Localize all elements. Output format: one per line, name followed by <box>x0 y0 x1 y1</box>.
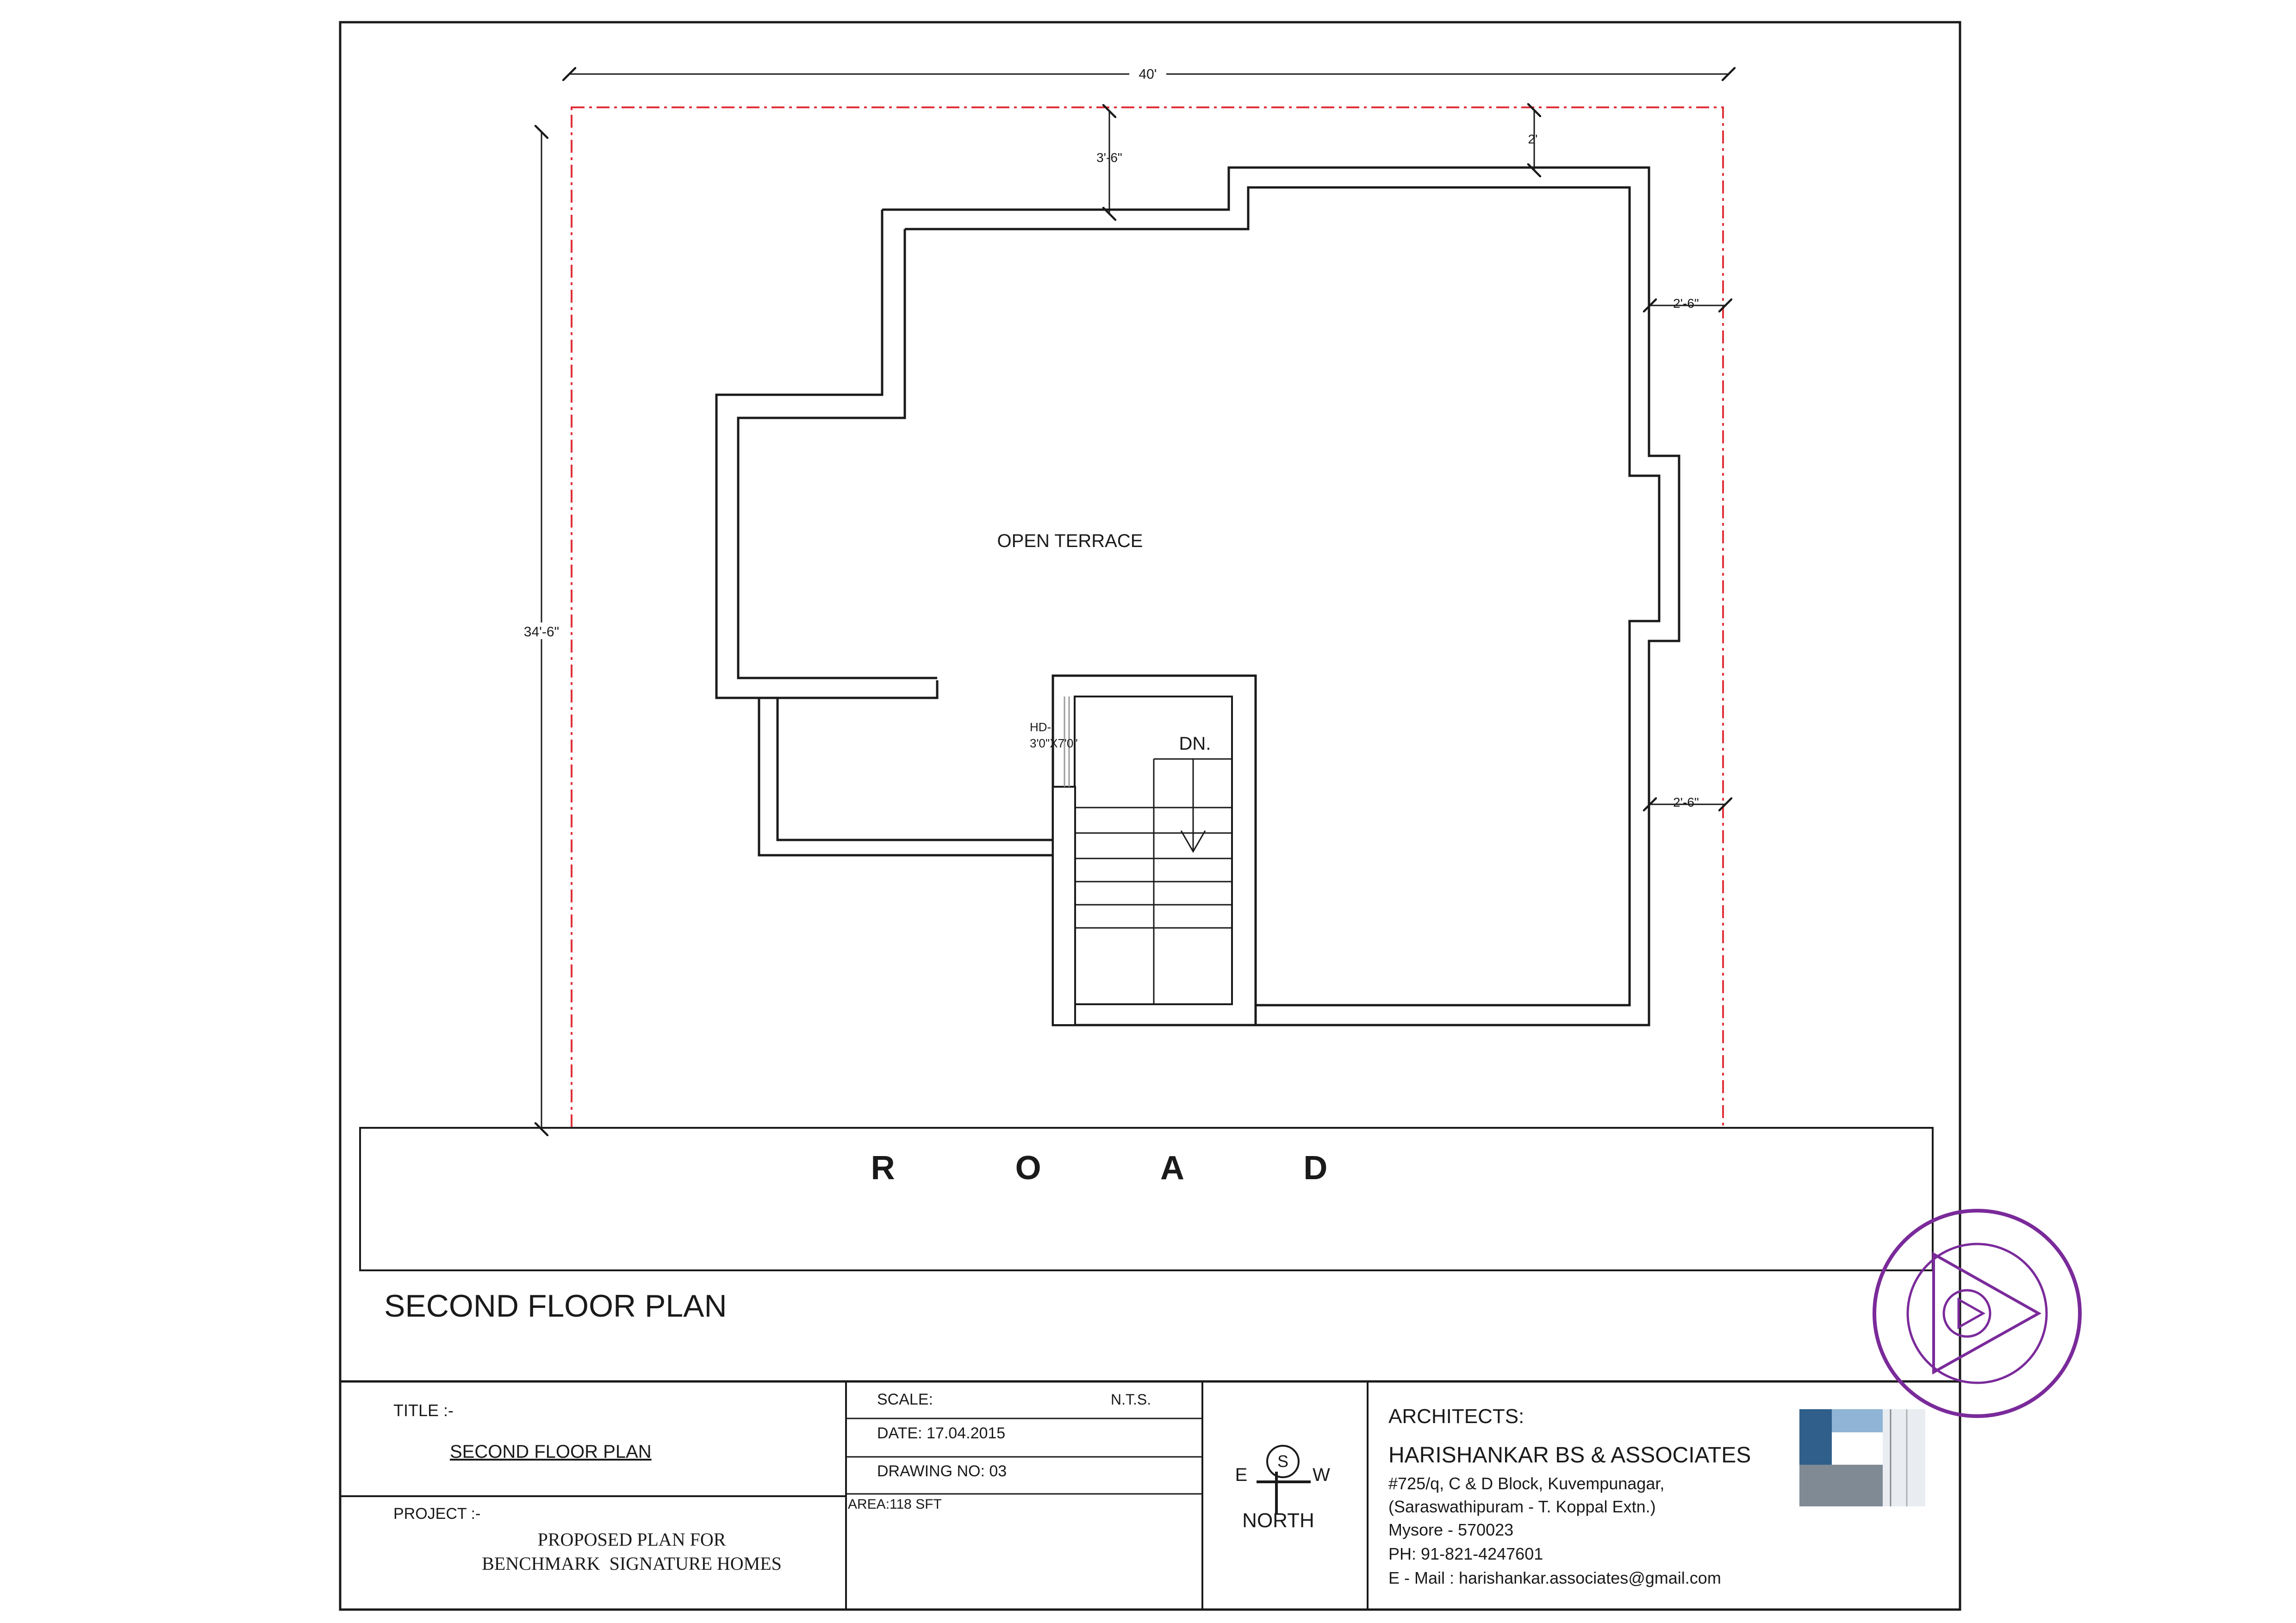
dimension-width: 40' <box>569 67 1729 82</box>
sheet-border <box>339 21 1961 1611</box>
architects-heading: ARCHITECTS: <box>1388 1405 1524 1428</box>
area-field: AREA:118 SFT <box>848 1497 942 1512</box>
side-setback-bottom-label: 2'-6" <box>1673 795 1699 809</box>
scale-value: N.T.S. <box>1111 1391 1151 1408</box>
address-line1: #725/q, C & D Block, Kuvempunagar, <box>1388 1474 1664 1493</box>
title-value: SECOND FLOOR PLAN <box>450 1442 652 1462</box>
firm-name: HARISHANKAR BS & ASSOCIATES <box>1388 1443 1751 1468</box>
project-line1: PROPOSED PLAN FOR <box>538 1529 726 1550</box>
phone-field: PH: 91-821-4247601 <box>1388 1544 1543 1563</box>
compass-west: W <box>1313 1465 1330 1485</box>
plan-heading: SECOND FLOOR PLAN <box>384 1288 727 1324</box>
drawing-no-field: DRAWING NO: 03 <box>877 1462 1007 1480</box>
road <box>359 1127 1934 1271</box>
terrace-wall-outer <box>715 166 1680 1026</box>
dimension-rear-setback: 2' <box>1528 110 1538 170</box>
dimension-width-label: 40' <box>1139 67 1157 82</box>
compass-south: S <box>1277 1452 1288 1471</box>
rear-setback-label: 2' <box>1528 132 1538 146</box>
scale-label: SCALE: <box>877 1391 933 1408</box>
north-symbol: S E W NORTH <box>1235 1445 1330 1532</box>
dimension-depth: 34'-6" <box>517 132 566 1129</box>
terrace-wall-inner <box>737 186 1661 1007</box>
stair-label: DN. <box>1179 734 1211 754</box>
title-label: TITLE :- <box>393 1401 454 1420</box>
door-label-line2: 3'0"X7'0" <box>1030 736 1078 750</box>
dimension-depth-label: 34'-6" <box>524 624 559 640</box>
compass-circle <box>1266 1445 1300 1478</box>
side-setback-top-label: 2'-6" <box>1673 296 1699 311</box>
compass-east: E <box>1235 1465 1248 1485</box>
dimension-front-setback: 3'-6" <box>1096 111 1122 214</box>
firm-logo <box>1799 1409 1925 1506</box>
compass-north: NORTH <box>1242 1509 1314 1532</box>
title-block <box>340 1380 1960 1610</box>
architect-stamp <box>1873 1209 2082 1418</box>
date-field: DATE: 17.04.2015 <box>877 1424 1005 1442</box>
front-setback-label: 3'-6" <box>1096 150 1122 165</box>
room-label-open-terrace: OPEN TERRACE <box>997 531 1143 551</box>
email-field: E - Mail : harishankar.associates@gmail.… <box>1388 1568 1721 1587</box>
road-label: R O A D <box>871 1150 1383 1187</box>
staircase: DN. <box>1052 674 1257 1026</box>
ledge-wall <box>758 698 1053 857</box>
project-label: PROJECT :- <box>393 1505 480 1523</box>
address-line3: Mysore - 570023 <box>1388 1520 1513 1539</box>
project-line2: BENCHMARK SIGNATURE HOMES <box>482 1553 782 1574</box>
door-label-line1: HD- <box>1030 720 1051 734</box>
dimension-side-setback-bottom: 2'-6" <box>1650 795 1725 809</box>
stair-down-arrow <box>1180 830 1206 853</box>
dimension-side-setback-top: 2'-6" <box>1650 296 1725 311</box>
plot-boundary <box>571 106 1724 1129</box>
address-line2: (Saraswathipuram - T. Koppal Extn.) <box>1388 1497 1656 1516</box>
